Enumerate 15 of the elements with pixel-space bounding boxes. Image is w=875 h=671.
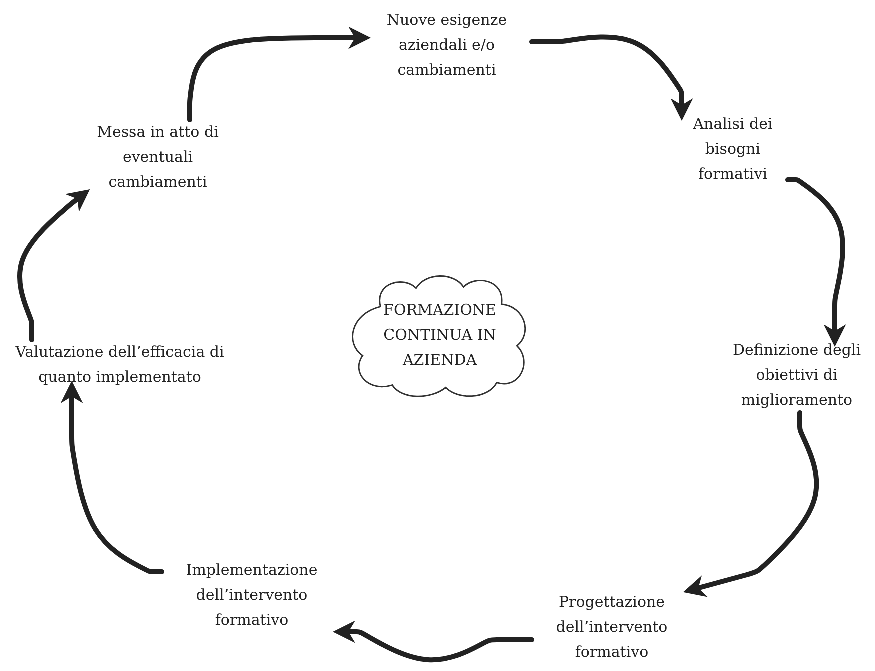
step-label: Implementazione dell’intervento formativo: [185, 560, 319, 631]
step-label: Nuove esigenze aziendali e/o cambiamenti: [386, 10, 508, 81]
step-label: Analisi dei bisogni formativi: [692, 114, 774, 185]
curved-arrow: [683, 410, 820, 598]
curved-arrow: [60, 381, 164, 574]
step-label: Valutazione dell’efficacia di quanto implementato: [14, 342, 226, 388]
curved-arrow: [530, 34, 694, 121]
step-label: Progettazione dell’intervento formativo: [555, 592, 669, 663]
step-label: Messa in atto di eventuali cambiamenti: [96, 122, 220, 193]
curved-arrow: [333, 620, 534, 663]
curved-arrow: [188, 26, 371, 122]
curved-arrow: [17, 190, 90, 342]
step-label: Definizione degli obiettivi di miglioramento: [732, 340, 862, 411]
curved-arrow: [786, 178, 846, 347]
center-label: FORMAZIONE CONTINUA IN AZIENDA: [382, 300, 498, 370]
